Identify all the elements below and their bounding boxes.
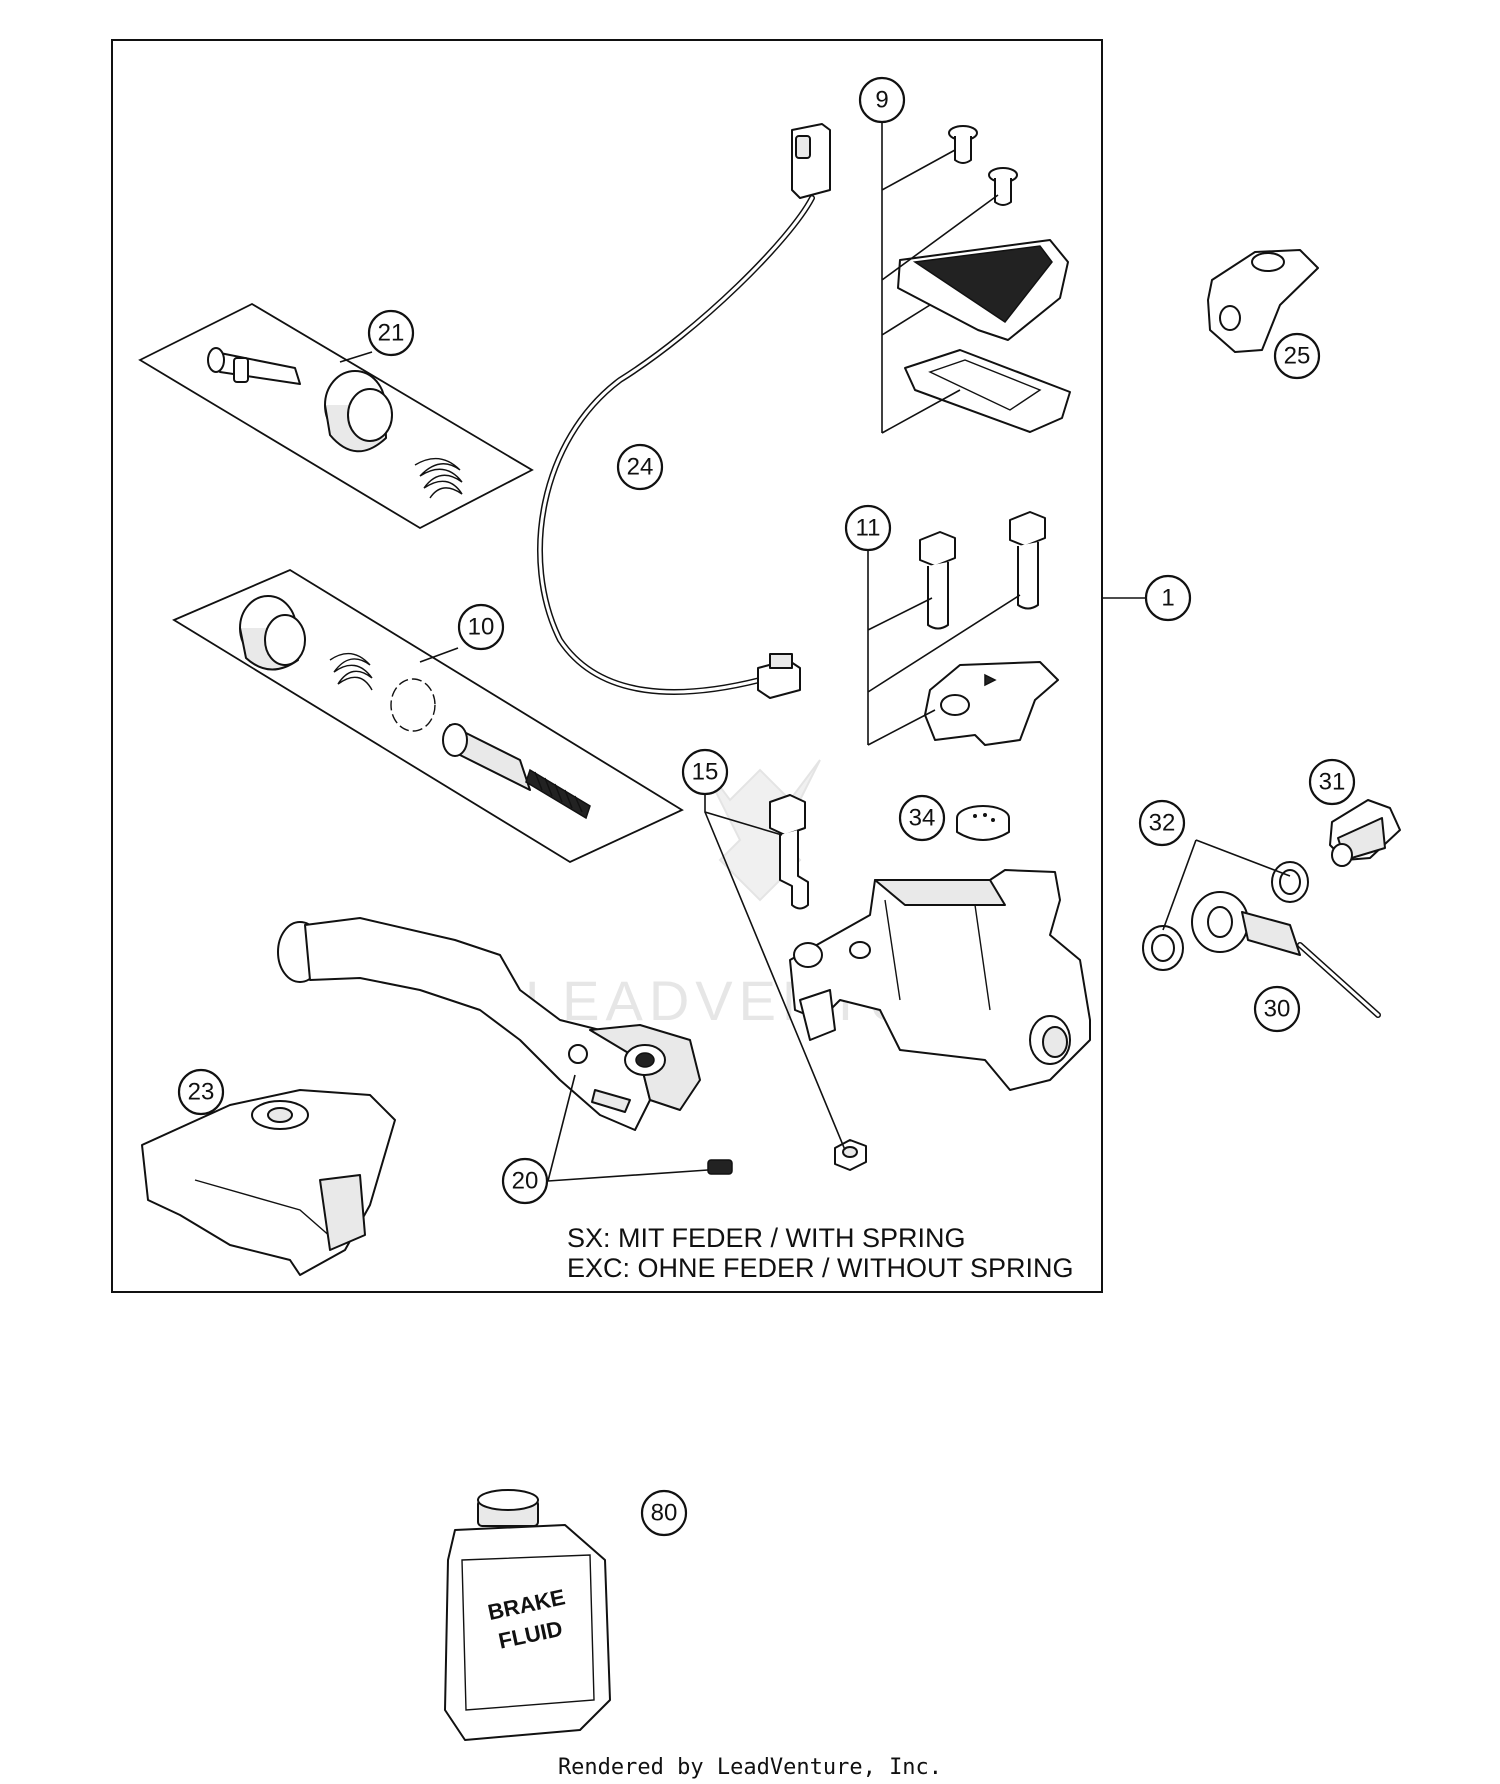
lever-pivot-nut <box>834 1139 867 1171</box>
leader-32 <box>1162 839 1291 931</box>
callout-31[interactable]: 31 <box>1308 758 1356 806</box>
master-cylinder-body <box>789 869 1091 1091</box>
svg-text:32: 32 <box>1149 810 1176 837</box>
kit-21-pin <box>207 347 301 385</box>
svg-text:30: 30 <box>1264 996 1291 1023</box>
svg-text:23: 23 <box>188 1079 215 1106</box>
kit-10-piston <box>442 723 591 820</box>
callout-10[interactable]: 10 <box>457 603 505 651</box>
kit-10-spring <box>329 652 373 691</box>
lever-cover-23 <box>141 1089 396 1276</box>
callout-11[interactable]: 11 <box>844 504 892 552</box>
svg-text:80: 80 <box>651 1500 678 1527</box>
callout-23[interactable]: 23 <box>177 1068 225 1116</box>
leader-lines <box>339 122 1291 1182</box>
callout-21[interactable]: 21 <box>367 309 415 357</box>
footer-credit: Rendered by LeadVenture, Inc. <box>558 1755 942 1780</box>
banjo-bolt-31 <box>1329 799 1401 867</box>
svg-text:20: 20 <box>512 1168 539 1195</box>
reservoir-cover <box>897 239 1069 341</box>
leader-11 <box>867 550 1021 746</box>
callout-80[interactable]: 80 <box>640 1489 688 1537</box>
callout-30[interactable]: 30 <box>1253 985 1301 1033</box>
kit-10-panel <box>172 568 684 864</box>
svg-text:10: 10 <box>468 614 495 641</box>
brake-light-switch-24 <box>537 123 831 699</box>
brake-hose-30 <box>1191 891 1381 1018</box>
svg-text:1: 1 <box>1161 585 1174 612</box>
callout-34[interactable]: 34 <box>898 794 946 842</box>
clamp-bolts-11 <box>919 511 1059 746</box>
kit-21-panel <box>138 302 534 530</box>
callout-20[interactable]: 20 <box>501 1157 549 1205</box>
reservoir-cap-34 <box>956 805 1010 841</box>
callout-9[interactable]: 9 <box>858 76 906 124</box>
brake-fluid-bottle-80: BRAKE FLUID <box>444 1489 611 1741</box>
callout-25[interactable]: 25 <box>1273 332 1321 380</box>
lever-pivot-bolt-15 <box>769 794 809 910</box>
sealing-washer-32-a <box>1142 925 1184 971</box>
cover-screw-2 <box>988 167 1018 206</box>
sealing-washer-32-b <box>1271 861 1309 903</box>
svg-text:34: 34 <box>909 805 936 832</box>
kit-21-cup <box>324 370 393 453</box>
handlebar-clamp <box>924 661 1059 746</box>
svg-text:31: 31 <box>1319 769 1346 796</box>
clamp-bolt-1 <box>919 531 956 630</box>
leader-20 <box>547 1074 709 1182</box>
svg-text:11: 11 <box>856 515 881 542</box>
lever-adjuster-grub-screw <box>707 1159 733 1175</box>
callout-1[interactable]: 1 <box>1144 574 1192 622</box>
kit-21-spring <box>414 457 463 499</box>
callout-32[interactable]: 32 <box>1138 799 1186 847</box>
leader-9 <box>881 122 999 434</box>
reservoir-gasket <box>904 349 1071 433</box>
clamp-25 <box>1207 249 1319 353</box>
leader-21 <box>339 351 373 363</box>
cover-group-9 <box>897 125 1071 433</box>
svg-text:9: 9 <box>875 87 888 114</box>
kit-10-circlip <box>390 678 436 732</box>
cover-screw-1 <box>948 125 978 164</box>
note-line-1: SX: MIT FEDER / WITH SPRING <box>567 1223 966 1253</box>
brake-lever-20 <box>277 917 701 1131</box>
kit-10-cup <box>239 595 306 671</box>
svg-text:25: 25 <box>1284 343 1311 370</box>
svg-text:15: 15 <box>692 759 719 786</box>
svg-text:24: 24 <box>627 454 654 481</box>
note-line-2: EXC: OHNE FEDER / WITHOUT SPRING <box>567 1253 1074 1283</box>
callout-24[interactable]: 24 <box>616 443 664 491</box>
clamp-bolt-2 <box>1009 511 1046 610</box>
assembly-frame <box>111 39 1103 1293</box>
callout-15[interactable]: 15 <box>681 748 729 796</box>
leader-10 <box>419 647 459 663</box>
svg-text:21: 21 <box>378 320 405 347</box>
leader-15 <box>704 792 846 1151</box>
